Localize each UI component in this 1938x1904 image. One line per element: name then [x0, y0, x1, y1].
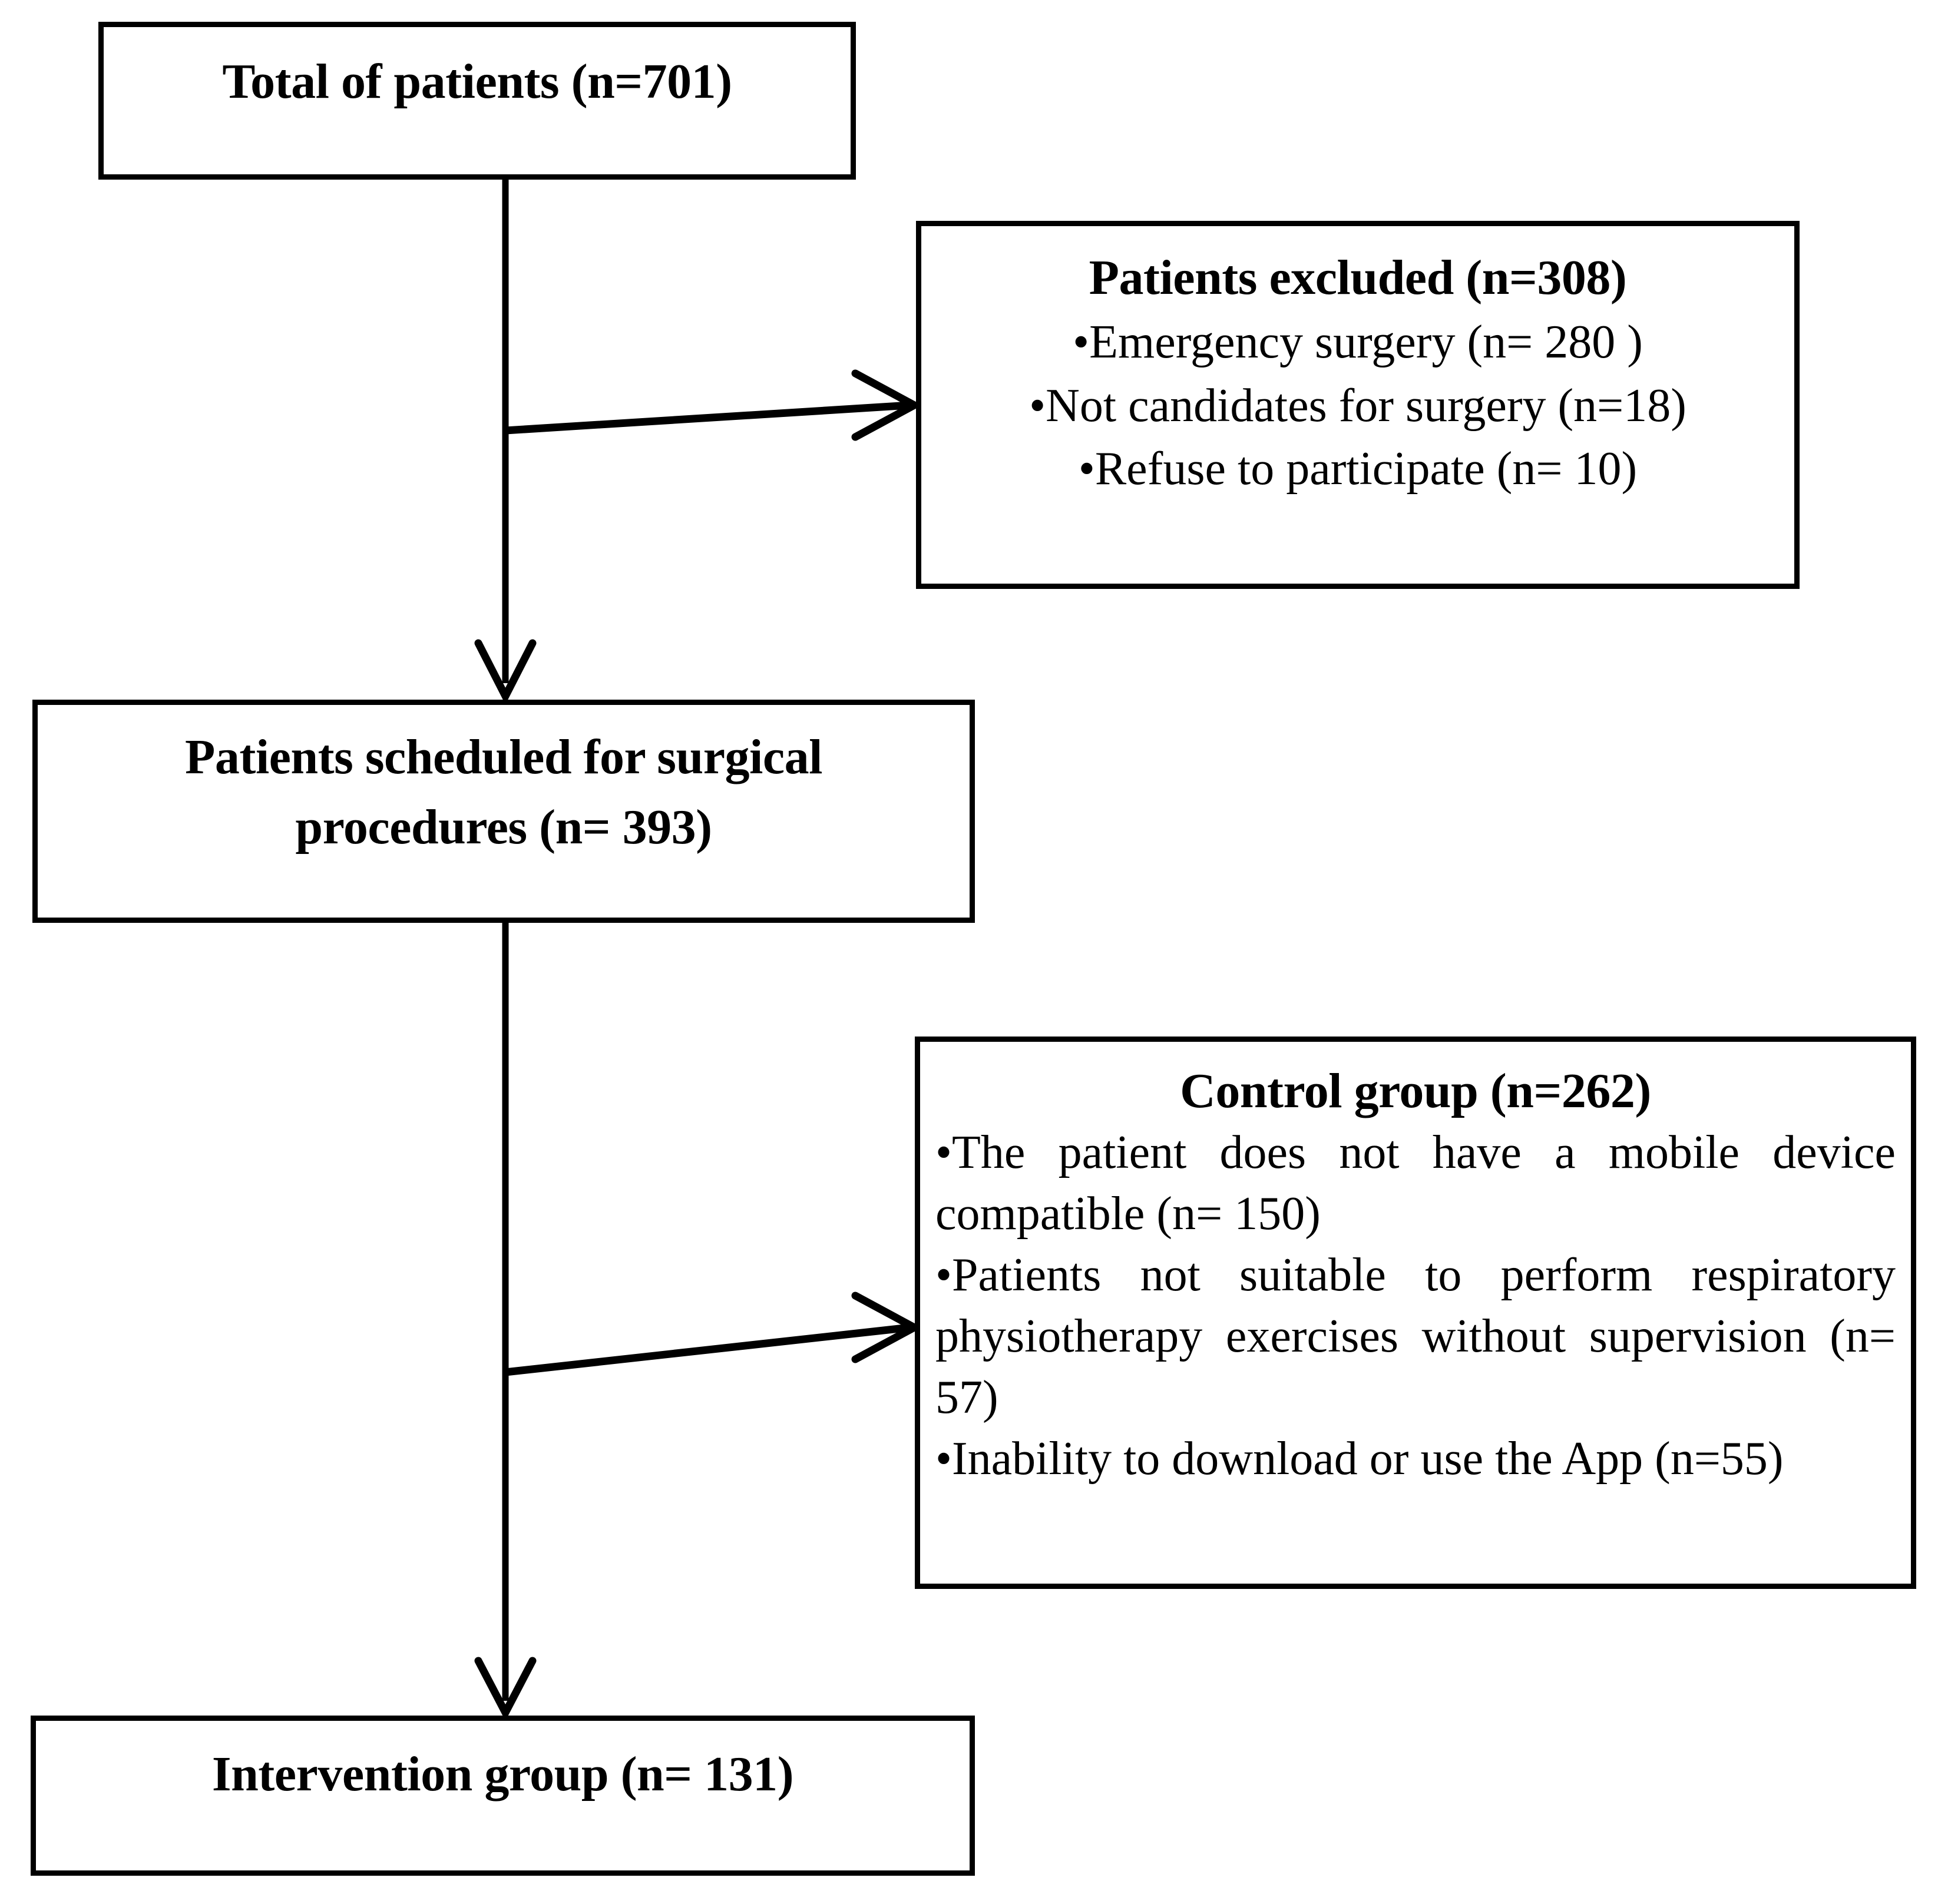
- node-patients-scheduled-label-line1: Patients scheduled for surgical: [185, 730, 822, 784]
- node-control-group-header: Control group (n=262): [1180, 1064, 1651, 1118]
- node-total-patients-body: Total of patients (n=701): [104, 27, 851, 116]
- list-item: •Emergency surgery (n= 280 ): [1073, 316, 1643, 369]
- node-patients-scheduled: Patients scheduled for surgical procedur…: [32, 700, 975, 923]
- node-control-group: Control group (n=262) •The patient does …: [915, 1037, 1916, 1589]
- arrowhead-down-scheduled: [474, 639, 537, 705]
- node-patients-excluded: Patients excluded (n=308) •Emergency sur…: [916, 221, 1800, 589]
- node-intervention-group-body: Intervention group (n= 131): [36, 1721, 970, 1809]
- node-control-group-body: Control group (n=262) •The patient does …: [920, 1042, 1911, 1495]
- arrowhead-down-intervention: [474, 1657, 537, 1721]
- node-total-patients: Total of patients (n=701): [98, 22, 856, 180]
- list-item: •Not candidates for surgery (n=18): [1029, 379, 1686, 432]
- arrowhead-right-excluded: [851, 369, 922, 441]
- list-item: •Refuse to participate (n= 10): [1078, 442, 1638, 495]
- node-patients-excluded-header: Patients excluded (n=308): [1089, 250, 1627, 305]
- list-item: •Inability to download or use the App (n…: [935, 1433, 1784, 1485]
- node-control-group-list: •The patient does not have a mobile devi…: [935, 1122, 1896, 1489]
- list-item: •The patient does not have a mobile devi…: [935, 1127, 1896, 1240]
- edge-scheduled-to-control: [505, 1323, 911, 1376]
- node-intervention-group: Intervention group (n= 131): [31, 1716, 975, 1876]
- arrowhead-right-control: [851, 1292, 922, 1363]
- edge-total-to-excluded: [505, 401, 911, 435]
- node-patients-excluded-body: Patients excluded (n=308) •Emergency sur…: [921, 226, 1794, 506]
- node-patients-scheduled-label-line2: procedures (n= 393): [295, 800, 712, 855]
- node-patients-excluded-list: •Emergency surgery (n= 280 ) •Not candid…: [937, 311, 1779, 501]
- list-item: •Patients not suitable to perform respir…: [935, 1249, 1896, 1424]
- node-patients-scheduled-body: Patients scheduled for surgical procedur…: [38, 705, 970, 862]
- node-intervention-group-label: Intervention group (n= 131): [211, 1747, 794, 1802]
- node-total-patients-label: Total of patients (n=701): [222, 54, 732, 109]
